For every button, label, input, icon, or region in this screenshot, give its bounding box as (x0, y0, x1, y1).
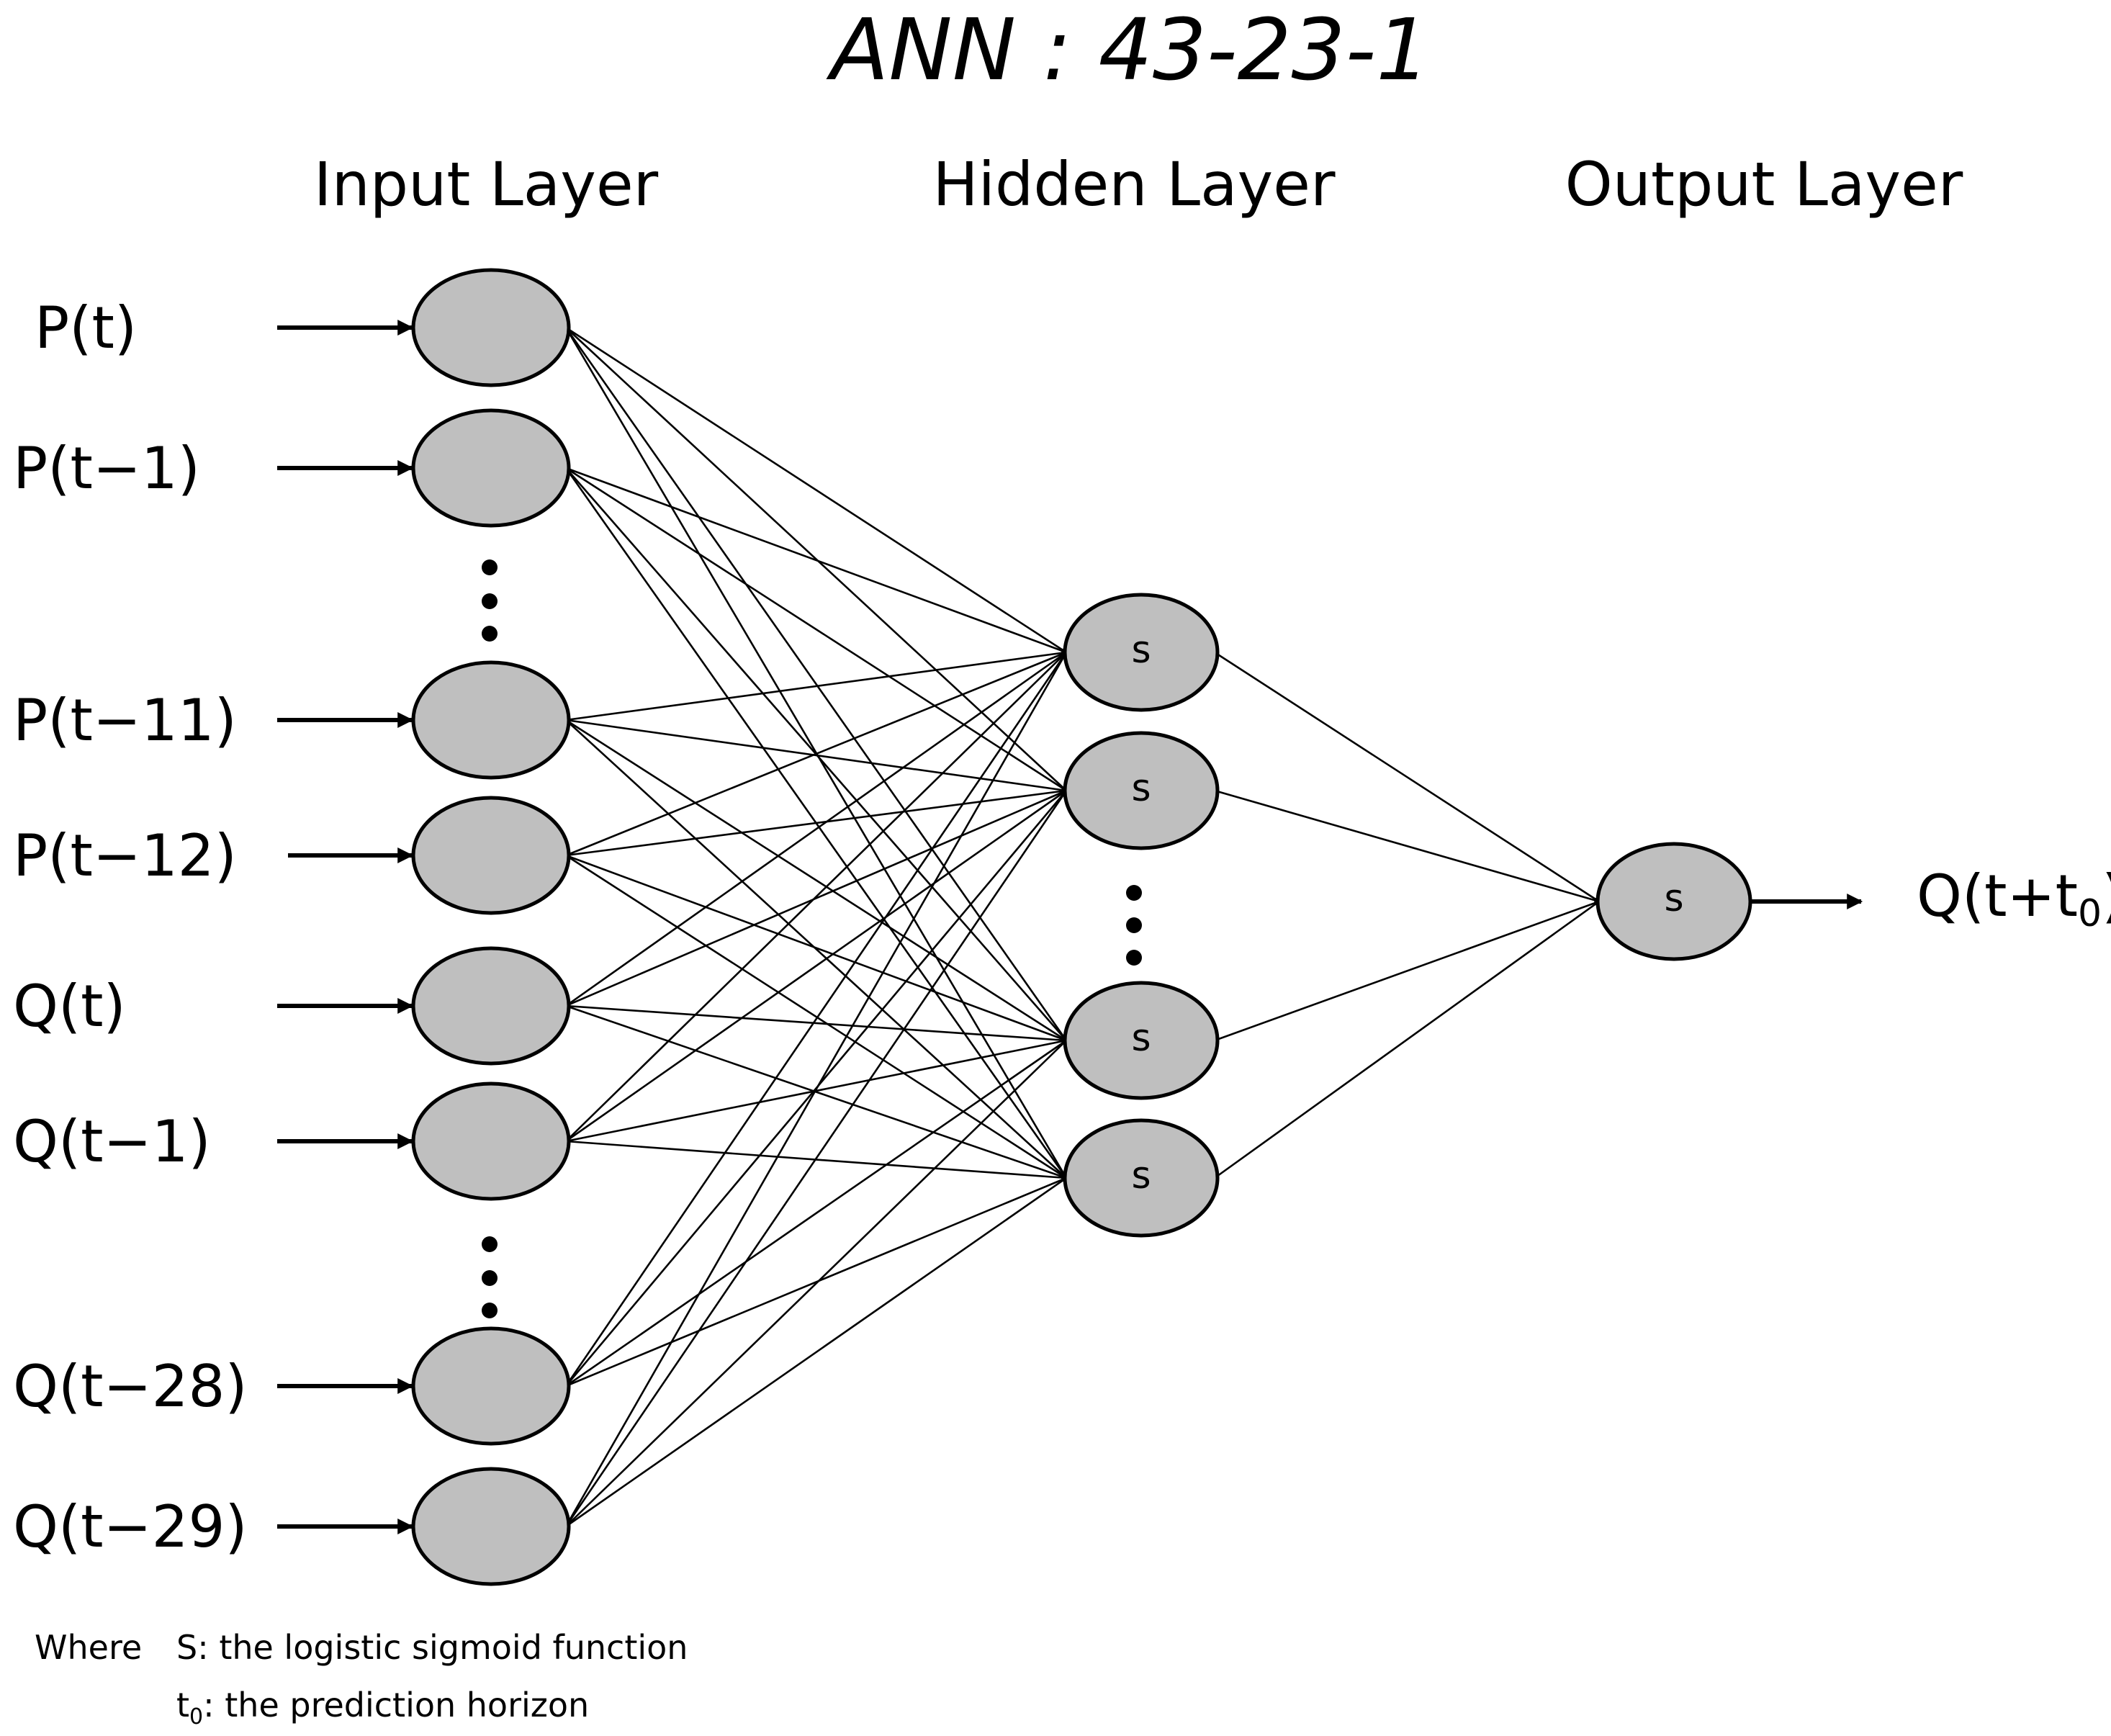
input-nodes (411, 268, 571, 1586)
legend-t0-definition: t0: the prediction horizon (176, 1686, 589, 1730)
connection-line (565, 789, 1067, 1143)
hidden-node (1063, 981, 1220, 1100)
hidden-layer-title: Hidden Layer (933, 149, 1336, 220)
connection-line (565, 719, 1067, 1179)
connection-line (565, 326, 1067, 654)
input-label: Q(t−28) (13, 1353, 248, 1420)
input-label: P(t−11) (13, 687, 237, 754)
diagram-title: ANN : 43-23-1 (826, 0, 1431, 99)
input-label: P(t−1) (13, 435, 200, 502)
connection-line (565, 789, 1067, 1007)
connection-line (564, 790, 1068, 1527)
output-node (1595, 842, 1752, 961)
input-node (411, 1326, 571, 1446)
input-label: Q(t) (13, 973, 126, 1040)
hidden-node-label: s (1131, 1017, 1151, 1060)
connection-line (565, 467, 1067, 654)
legend-t0-subscript: 0 (189, 1704, 203, 1730)
connection-line (1214, 789, 1600, 903)
connection-line (565, 327, 1067, 791)
dot (1126, 885, 1142, 901)
dot (482, 1236, 498, 1252)
input-node (411, 660, 571, 780)
connection-line (565, 1177, 1067, 1388)
connection-line (565, 719, 1067, 793)
output-layer-title: Output Layer (1565, 149, 1963, 220)
input-layer-title: Input Layer (314, 149, 659, 220)
connection-line (564, 652, 1068, 1527)
input-label: P(t) (35, 294, 137, 361)
hidden-node (1063, 1118, 1220, 1238)
hidden-node-label: s (1131, 629, 1151, 672)
input-arrows (277, 320, 414, 1534)
hidden-ellipsis (1126, 885, 1142, 966)
dot (482, 593, 498, 609)
input-node (411, 796, 571, 915)
connection-line (565, 467, 1067, 792)
connections (564, 326, 1600, 1528)
connection-line (565, 1004, 1067, 1043)
hidden-node (1063, 731, 1220, 850)
connection-line (565, 651, 1067, 1007)
connection-line (564, 327, 1068, 1041)
connection-line (565, 788, 1067, 857)
input-label: Q(t−29) (13, 1493, 248, 1560)
output-label-main: Q(t+t (1917, 863, 2078, 930)
input-node (411, 1467, 571, 1586)
input-node (411, 268, 571, 387)
input-node (411, 946, 571, 1066)
connection-line (565, 1004, 1067, 1179)
connection-line (564, 652, 1068, 1387)
input-ellipsis-lower (482, 1236, 498, 1318)
connection-line (565, 652, 1067, 1142)
dot (482, 1270, 498, 1286)
hidden-nodes: s s s s (1063, 593, 1220, 1238)
input-ellipsis-upper (482, 559, 498, 642)
input-node (411, 408, 571, 528)
output-label: Q(t+t0) (1917, 863, 2111, 935)
connection-line (1214, 900, 1600, 1179)
connection-line (565, 854, 1067, 1042)
dot (1126, 917, 1142, 933)
output-label-suffix: ) (2102, 863, 2111, 930)
connection-line (565, 1177, 1067, 1528)
input-node (411, 1081, 571, 1201)
output-node-label: s (1664, 877, 1683, 920)
output-label-subscript: 0 (2078, 892, 2102, 935)
dot (482, 1303, 498, 1318)
legend-s-definition: S: the logistic sigmoid function (176, 1628, 688, 1667)
input-label: P(t−12) (13, 822, 237, 889)
connection-line (565, 719, 1067, 1042)
input-labels: P(t) P(t−1) P(t−11) P(t−12) Q(t) Q(t−1) Q(t−28… (13, 294, 248, 1560)
dot (482, 626, 498, 642)
hidden-node-label: s (1131, 1154, 1151, 1197)
hidden-node (1063, 593, 1220, 712)
connection-line (565, 1040, 1067, 1527)
legend-t0-text: : the prediction horizon (203, 1686, 589, 1724)
output-node-group: s (1595, 842, 1752, 961)
hidden-node-label: s (1131, 767, 1151, 810)
connection-line (565, 651, 1067, 857)
connection-line (565, 854, 1067, 1179)
dot (1126, 950, 1142, 966)
connection-line (1214, 651, 1600, 903)
dot (482, 559, 498, 575)
legend-t0-prefix: t (176, 1686, 189, 1724)
connection-line (564, 327, 1068, 1179)
input-label: Q(t−1) (13, 1108, 211, 1175)
connection-line (565, 1039, 1067, 1388)
connection-line (565, 650, 1067, 721)
legend-where: Where (35, 1628, 142, 1667)
connection-line (1214, 900, 1600, 1042)
